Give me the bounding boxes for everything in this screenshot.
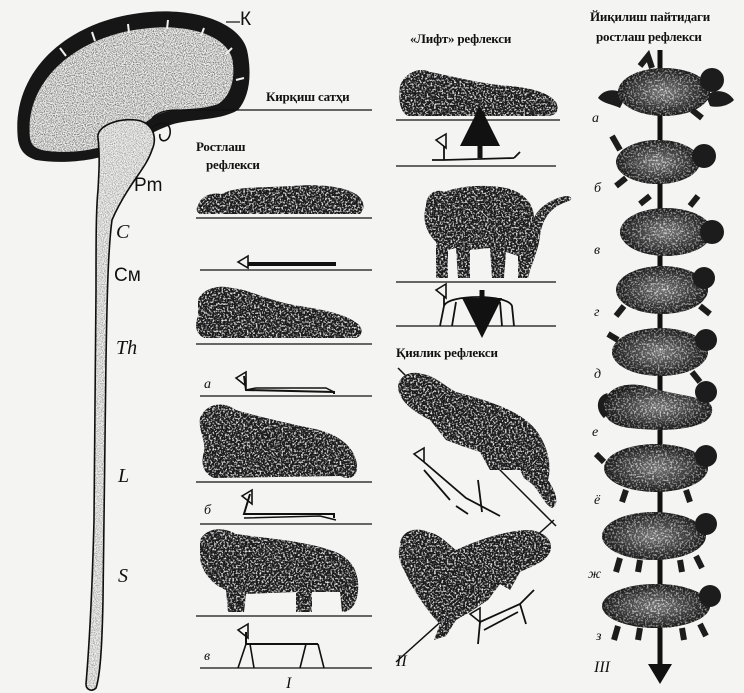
column-3-letter: г: [594, 306, 599, 320]
cat-figure: [424, 186, 571, 278]
cat-figure: [200, 404, 357, 478]
falling-cat-stage-g: [596, 444, 717, 502]
column-3-letter: а: [592, 112, 599, 126]
label-s: S: [118, 566, 128, 586]
label-pm: Pm: [134, 176, 163, 195]
column-2-numeral: II: [396, 654, 407, 670]
label-cut-plane: Кирқиш сатҳи: [266, 90, 349, 103]
column-2-lift-and-inclination: [396, 70, 571, 662]
column-3-letter: ё: [594, 494, 600, 508]
column-1-numeral: I: [286, 676, 291, 692]
column-3-letter: ж: [588, 568, 601, 582]
label-l: L: [118, 466, 129, 486]
column-1-letter: а: [204, 378, 211, 392]
column-3-letter: з: [596, 630, 601, 644]
cat-figure: [398, 373, 556, 508]
falling-cat-stage-c: [620, 196, 724, 256]
label-cm: См: [114, 266, 141, 285]
column-3-letter: б: [594, 182, 601, 196]
column-1-title-line-1: Ростлаш: [196, 140, 245, 153]
cat-figure: [399, 70, 557, 116]
cat-figure: [200, 529, 358, 612]
falling-cat-stage-a: [618, 56, 724, 118]
column-3-title-line-1: Йиқилиш пайтидаги: [590, 10, 710, 23]
column-1-title-line-2: рефлекси: [206, 158, 260, 171]
column-3-letter: е: [592, 426, 598, 440]
column-1-letter: б: [204, 504, 211, 518]
hand-figure: [706, 91, 734, 107]
cat-figure: [399, 530, 551, 640]
column-3-numeral: III: [594, 660, 610, 676]
column-3-letter: в: [594, 244, 600, 258]
label-th: Th: [116, 338, 137, 358]
column-3-falling-righting-reflex: [596, 50, 734, 684]
column-2-inclination-title: Қиялик рефлекси: [396, 346, 498, 359]
label-k: К: [240, 10, 251, 29]
column-1-letter: в: [204, 650, 210, 664]
column-3-title-line-2: ростлаш рефлекси: [596, 30, 702, 43]
column-2-title: «Лифт» рефлекси: [410, 32, 511, 45]
falling-cat-stage-d: [616, 266, 715, 316]
cat-figure: [196, 287, 362, 338]
falling-cat-stage-e: [608, 328, 717, 382]
falling-cat-stage-b: [612, 136, 716, 186]
column-3-letter: д: [594, 368, 601, 382]
label-c: C: [116, 222, 129, 242]
cat-figure: [197, 185, 364, 214]
column-1-righting-reflex: [196, 185, 372, 668]
